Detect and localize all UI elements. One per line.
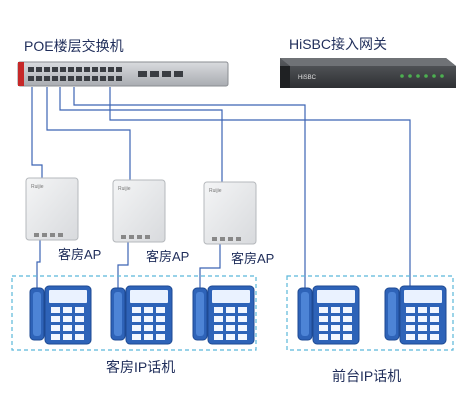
frontdesk-phone-2-icon: [384, 285, 447, 345]
link-ap2-phone: [117, 242, 129, 288]
switch-label: POE楼层交换机: [24, 38, 124, 54]
ap3-brand: Ruijie: [209, 188, 222, 194]
frontdesk-phone-1-icon: [297, 285, 360, 345]
ap2-brand: Ruijie: [118, 186, 131, 192]
gateway-brand: HiSBC: [298, 75, 317, 81]
guest-phone-3-icon: [192, 285, 255, 345]
link-ap3-phone: [199, 244, 221, 288]
frontdesk-phones-label: 前台IP话机: [332, 368, 402, 384]
ap2-label: 客房AP: [146, 249, 190, 264]
hisbc-gateway: HiSBC: [280, 58, 456, 88]
poe-switch: [17, 61, 229, 87]
ap3-label: 客房AP: [231, 251, 275, 266]
frontdesk-phones-group-box: [286, 275, 454, 351]
link-ap1-phone: [36, 240, 41, 288]
ap1-brand: Ruijie: [31, 184, 44, 190]
connection-lines: [31, 87, 411, 288]
guest-phone-1-icon: [29, 285, 92, 345]
guest-phones-label: 客房IP话机: [106, 359, 176, 375]
link-switch-frontdesk1: [73, 87, 306, 288]
guest-phones-group-box: [11, 275, 257, 351]
access-point-3: Ruijie: [203, 181, 257, 245]
link-switch-ap2: [46, 87, 131, 180]
access-point-1: Ruijie: [25, 177, 79, 241]
ap1-label: 客房AP: [58, 247, 102, 262]
gateway-label: HiSBC接入网关: [289, 36, 388, 52]
link-switch-ap3: [59, 87, 223, 182]
access-point-2: Ruijie: [112, 179, 166, 243]
link-switch-ap1: [31, 87, 43, 178]
link-switch-gateway: [109, 87, 411, 288]
guest-phone-2-icon: [110, 285, 173, 345]
